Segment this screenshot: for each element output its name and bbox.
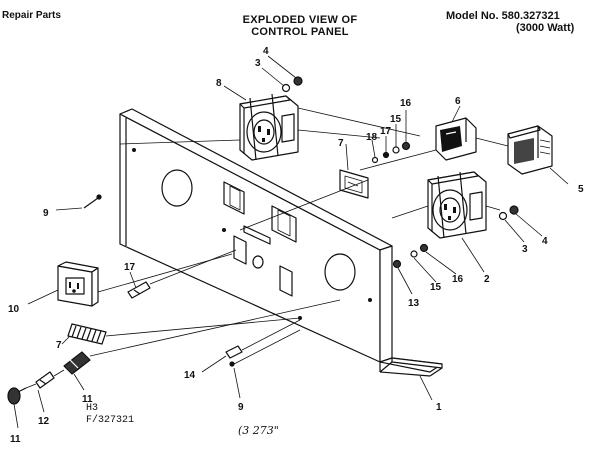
terminal-strip-part-7-lower bbox=[67, 323, 107, 345]
callout-16-upper: 16 bbox=[400, 98, 412, 109]
callout-11-left: 11 bbox=[10, 434, 21, 445]
screw-part-9-upper bbox=[83, 194, 102, 209]
callout-16-lower: 16 bbox=[452, 274, 464, 285]
screw-part-9-lower bbox=[229, 361, 235, 367]
model-number: Model No. 580.327321 bbox=[446, 10, 560, 22]
callout-4-upper: 4 bbox=[263, 46, 269, 57]
hardware-part-13 bbox=[392, 259, 402, 269]
cover-part-5 bbox=[507, 125, 553, 175]
plate-part-7-upper bbox=[339, 169, 369, 199]
callout-10: 10 bbox=[8, 304, 20, 315]
washer-part-3-right bbox=[498, 211, 508, 221]
screw-part-14 bbox=[225, 345, 243, 359]
callout-7-lower: 7 bbox=[56, 340, 62, 351]
fuse-holder-part-11 bbox=[63, 351, 91, 375]
model-number-block: Model No. 580.327321 (3000 Watt) bbox=[446, 10, 574, 34]
hardware-part-15-upper bbox=[392, 146, 400, 154]
callout-2: 2 bbox=[484, 274, 490, 285]
receptacle-lower-part-2 bbox=[427, 171, 487, 239]
assembly-guide-lines bbox=[25, 107, 509, 389]
receptacle-upper-part-8 bbox=[239, 93, 299, 161]
callout-9-upper: 9 bbox=[43, 208, 49, 219]
callout-14: 14 bbox=[184, 370, 196, 381]
callout-3-right: 3 bbox=[522, 244, 528, 255]
callout-17-upper: 17 bbox=[380, 126, 392, 137]
hardware-part-18-upper bbox=[371, 156, 379, 164]
callout-4-right: 4 bbox=[542, 236, 548, 247]
washer-part-3-upper bbox=[281, 83, 291, 93]
callout-6: 6 bbox=[455, 96, 461, 107]
callout-8: 8 bbox=[216, 78, 222, 89]
hardware-part-15-lower bbox=[410, 250, 418, 258]
diagram-title-line-2: CONTROL PANEL bbox=[251, 26, 349, 38]
callout-labels: 4 3 8 16 6 7 18 17 15 5 9 4 3 16 15 2 13… bbox=[8, 46, 584, 445]
nut-part-4-right bbox=[509, 205, 519, 215]
hardware-part-16-upper bbox=[401, 141, 411, 151]
callout-9-lower: 9 bbox=[238, 402, 244, 413]
outlet-part-10 bbox=[57, 261, 99, 307]
callout-15-upper: 15 bbox=[390, 114, 402, 125]
callout-11-right: 11 bbox=[82, 394, 93, 405]
callout-15-lower: 15 bbox=[430, 282, 442, 293]
callout-5: 5 bbox=[578, 184, 584, 195]
callout-13: 13 bbox=[408, 298, 420, 309]
handwritten-note: (3 273" bbox=[238, 424, 279, 437]
hardware-part-16-lower bbox=[419, 243, 429, 253]
nut-part-4-upper bbox=[293, 76, 303, 86]
callout-leaders bbox=[13, 55, 569, 429]
wattage-rating: (3000 Watt) bbox=[516, 22, 575, 34]
fuse-part-12 bbox=[35, 371, 55, 389]
drawing-code-line-1: H3 bbox=[86, 403, 99, 414]
terminal-part-17-left bbox=[127, 281, 151, 299]
hardware-part-17-upper bbox=[382, 151, 390, 159]
diagram-title: EXPLODED VIEW OF CONTROL PANEL bbox=[200, 14, 400, 38]
drawing-code: H3 F/327321 bbox=[86, 403, 134, 427]
fuse-cap-part-11 bbox=[7, 387, 27, 405]
diagram-title-line-1: EXPLODED VIEW OF bbox=[242, 14, 358, 26]
control-panel-part-1 bbox=[119, 108, 443, 377]
callout-18: 18 bbox=[366, 132, 378, 143]
callout-3-upper: 3 bbox=[255, 58, 261, 69]
callout-7-upper: 7 bbox=[338, 138, 344, 149]
drawing-code-line-2: F/327321 bbox=[86, 415, 135, 426]
callout-17-left: 17 bbox=[124, 262, 136, 273]
switch-part-6 bbox=[435, 117, 477, 161]
callout-12: 12 bbox=[38, 416, 50, 427]
callout-1: 1 bbox=[436, 402, 442, 413]
repair-parts-heading: Repair Parts bbox=[2, 10, 61, 21]
